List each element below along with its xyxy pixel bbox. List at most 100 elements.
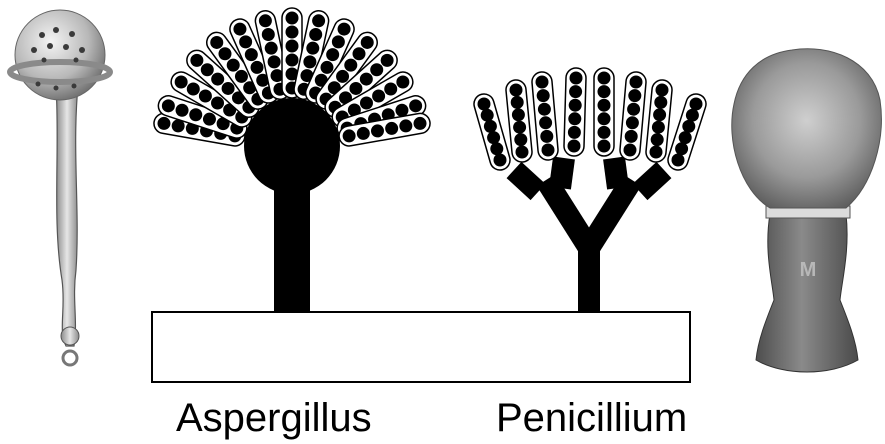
aspergillum-ring (63, 351, 77, 365)
spore (540, 130, 553, 143)
spore (511, 96, 524, 109)
spore (682, 120, 695, 133)
spore (630, 76, 643, 89)
spore (542, 144, 555, 157)
spore (199, 90, 212, 103)
aspergillum-ball (15, 10, 105, 100)
spore (326, 48, 339, 61)
spore (537, 89, 550, 102)
penicillium-spore-chain (594, 68, 614, 156)
spore (487, 131, 500, 144)
penicillium-spore-chain (564, 68, 587, 157)
spore (286, 12, 299, 25)
shaving-brush-illustration: M (732, 49, 882, 372)
penicillium-structure (472, 68, 709, 312)
spore (349, 82, 362, 95)
spore (568, 112, 581, 125)
spore (690, 98, 703, 111)
penicillium-spore-chain (665, 91, 708, 172)
brush-handle (756, 214, 858, 372)
spore (222, 82, 235, 95)
spore (218, 47, 231, 60)
spore (627, 103, 640, 116)
spore (409, 99, 422, 112)
spore (227, 59, 240, 72)
spore (211, 73, 224, 86)
aspergillus-vesicle (244, 98, 340, 194)
spore (672, 154, 685, 167)
spore (176, 104, 189, 117)
spore (675, 142, 688, 155)
spore (384, 83, 397, 96)
spore (494, 154, 507, 167)
brush-bristles (732, 49, 882, 208)
spore (312, 14, 325, 27)
spore (598, 140, 611, 153)
spore (570, 72, 583, 85)
spore (385, 122, 398, 135)
spore (598, 99, 611, 112)
spore (360, 73, 373, 86)
spore (239, 35, 252, 48)
spore (399, 119, 412, 132)
spore (381, 54, 394, 67)
spore (162, 99, 175, 112)
spore (628, 89, 641, 102)
spore (598, 85, 611, 98)
spore (353, 47, 366, 60)
aspergillus-stalk (274, 186, 310, 312)
spore (338, 23, 351, 36)
substrate-box (152, 312, 690, 382)
penicillium-spore-chain (645, 79, 673, 163)
spore (514, 133, 527, 146)
spore (624, 144, 637, 157)
penicillium-conidiophore (514, 158, 664, 312)
spore (686, 109, 699, 122)
spore (656, 84, 669, 97)
spore (513, 121, 526, 134)
label-aspergillus: Aspergillus (176, 396, 372, 441)
spore (679, 131, 692, 144)
spore (653, 108, 666, 121)
spore (303, 55, 316, 68)
spore (245, 48, 258, 61)
spore (396, 76, 409, 89)
spore (516, 146, 529, 159)
penicillium-spore-chain (505, 79, 533, 163)
spore (625, 130, 638, 143)
spore (484, 120, 497, 133)
brush-logo: M (800, 259, 817, 281)
label-penicillium: Penicillium (496, 396, 687, 441)
spore (569, 99, 582, 112)
penicillium-spore-chain (619, 71, 647, 161)
spore (344, 59, 357, 72)
spore (360, 97, 373, 110)
spore (626, 116, 639, 129)
spore (201, 63, 214, 76)
spore (651, 133, 664, 146)
spore (568, 126, 581, 139)
spore (538, 103, 551, 116)
spore (569, 85, 582, 98)
aspergillum-handle (56, 86, 78, 346)
spore (512, 108, 525, 121)
spore (650, 146, 663, 159)
spore (286, 40, 299, 53)
spore (309, 28, 322, 41)
spore (233, 23, 246, 36)
spore (490, 142, 503, 155)
penicillium-spore-chain (531, 71, 559, 161)
spore (478, 98, 491, 111)
spore (175, 76, 188, 89)
spore (259, 14, 272, 27)
spore (265, 42, 278, 55)
spore (536, 76, 549, 89)
spore (652, 121, 665, 134)
spore (157, 117, 170, 130)
spore (414, 117, 427, 130)
aspergillum-handle-knob (61, 327, 79, 345)
spore (203, 113, 216, 126)
spore (598, 126, 611, 139)
aspergillus-structure (152, 8, 431, 312)
